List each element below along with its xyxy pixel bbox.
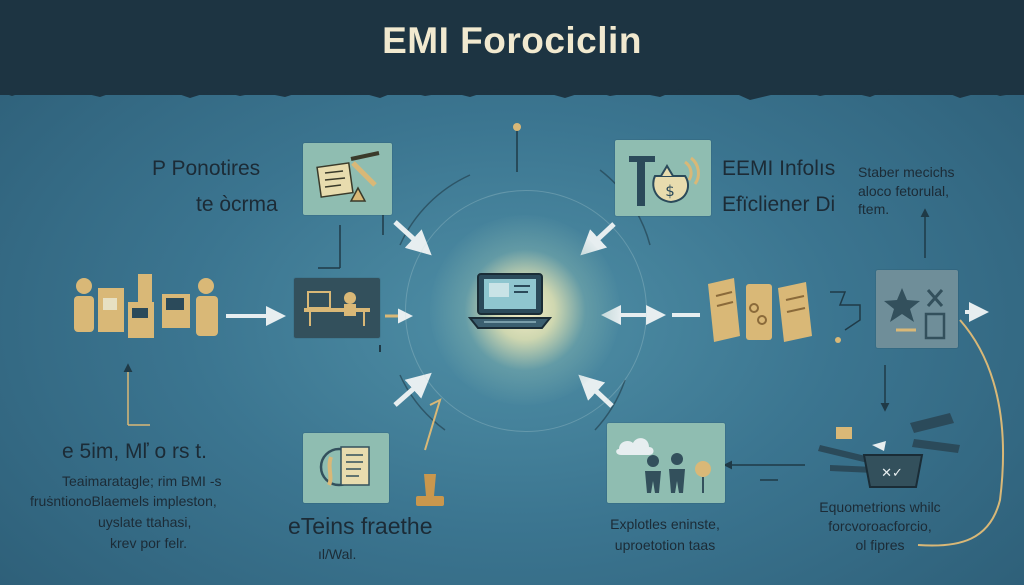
bottom-center-heading: eTeins fraethe	[288, 513, 433, 539]
tile-left	[294, 278, 380, 338]
top-left-label-1: P Ponotires	[152, 157, 261, 180]
tile-bottom-mid	[607, 423, 725, 503]
tile-top-left	[303, 143, 392, 215]
top-right-note-2: aloco fetorulal,	[858, 183, 950, 199]
document-icon	[319, 446, 370, 487]
bottom-right-line-1: Equometrions whilc	[819, 499, 941, 515]
top-right-label-2: Efïcliener Di	[722, 193, 836, 216]
workers-illustration	[74, 274, 218, 338]
page-title: EMI Forociclin	[382, 20, 642, 61]
stamp-icon	[416, 474, 444, 506]
left-line-1: Teaimaratagle; rim BMI -s	[62, 473, 222, 489]
top-right-note-3: ftem.	[858, 201, 890, 217]
bottom-right-line-2: forcvoroacforcio,	[828, 518, 932, 534]
left-heading: e 5im, Mľ o rs t.	[62, 440, 207, 463]
top-right-label-1: EEMI Infolıs	[722, 157, 836, 180]
top-right-note-1: Staber mecichs	[858, 164, 955, 180]
star-icon	[884, 288, 946, 340]
left-line-3: uyslate ttahasi,	[98, 514, 192, 530]
tile-top-right: $	[615, 140, 711, 216]
svg-text:$: $	[665, 182, 675, 200]
tools-illustration: ✕✓	[818, 413, 960, 488]
arrow-bottom-left	[393, 372, 432, 407]
checklist-icon	[316, 151, 380, 202]
left-line-4: krev por felr.	[110, 535, 188, 551]
svg-text:✕✓: ✕✓	[881, 466, 903, 481]
bottom-mid-line-2: uproetotion taas	[614, 537, 716, 553]
workstation-icon	[304, 291, 370, 326]
people-icon	[616, 438, 711, 493]
header-bar	[0, 0, 1024, 95]
bottom-mid-line-1: Explotles eninste,	[610, 516, 720, 532]
top-left-label-2: te òcrma	[196, 193, 278, 216]
laptop-icon	[467, 273, 553, 329]
tile-right	[876, 270, 958, 348]
bottom-right-line-3: ol fipres	[855, 537, 905, 553]
tile-bottom-center	[303, 433, 389, 503]
hub-ring	[405, 190, 647, 432]
money-bag-icon: $	[629, 156, 700, 206]
bottom-center-caption: ıl/Wal.	[318, 546, 357, 562]
header-torn-edge	[0, 82, 1024, 100]
left-line-2: fruṡntionoBlaemels impleston,	[30, 493, 217, 509]
documents-illustration	[708, 278, 812, 342]
